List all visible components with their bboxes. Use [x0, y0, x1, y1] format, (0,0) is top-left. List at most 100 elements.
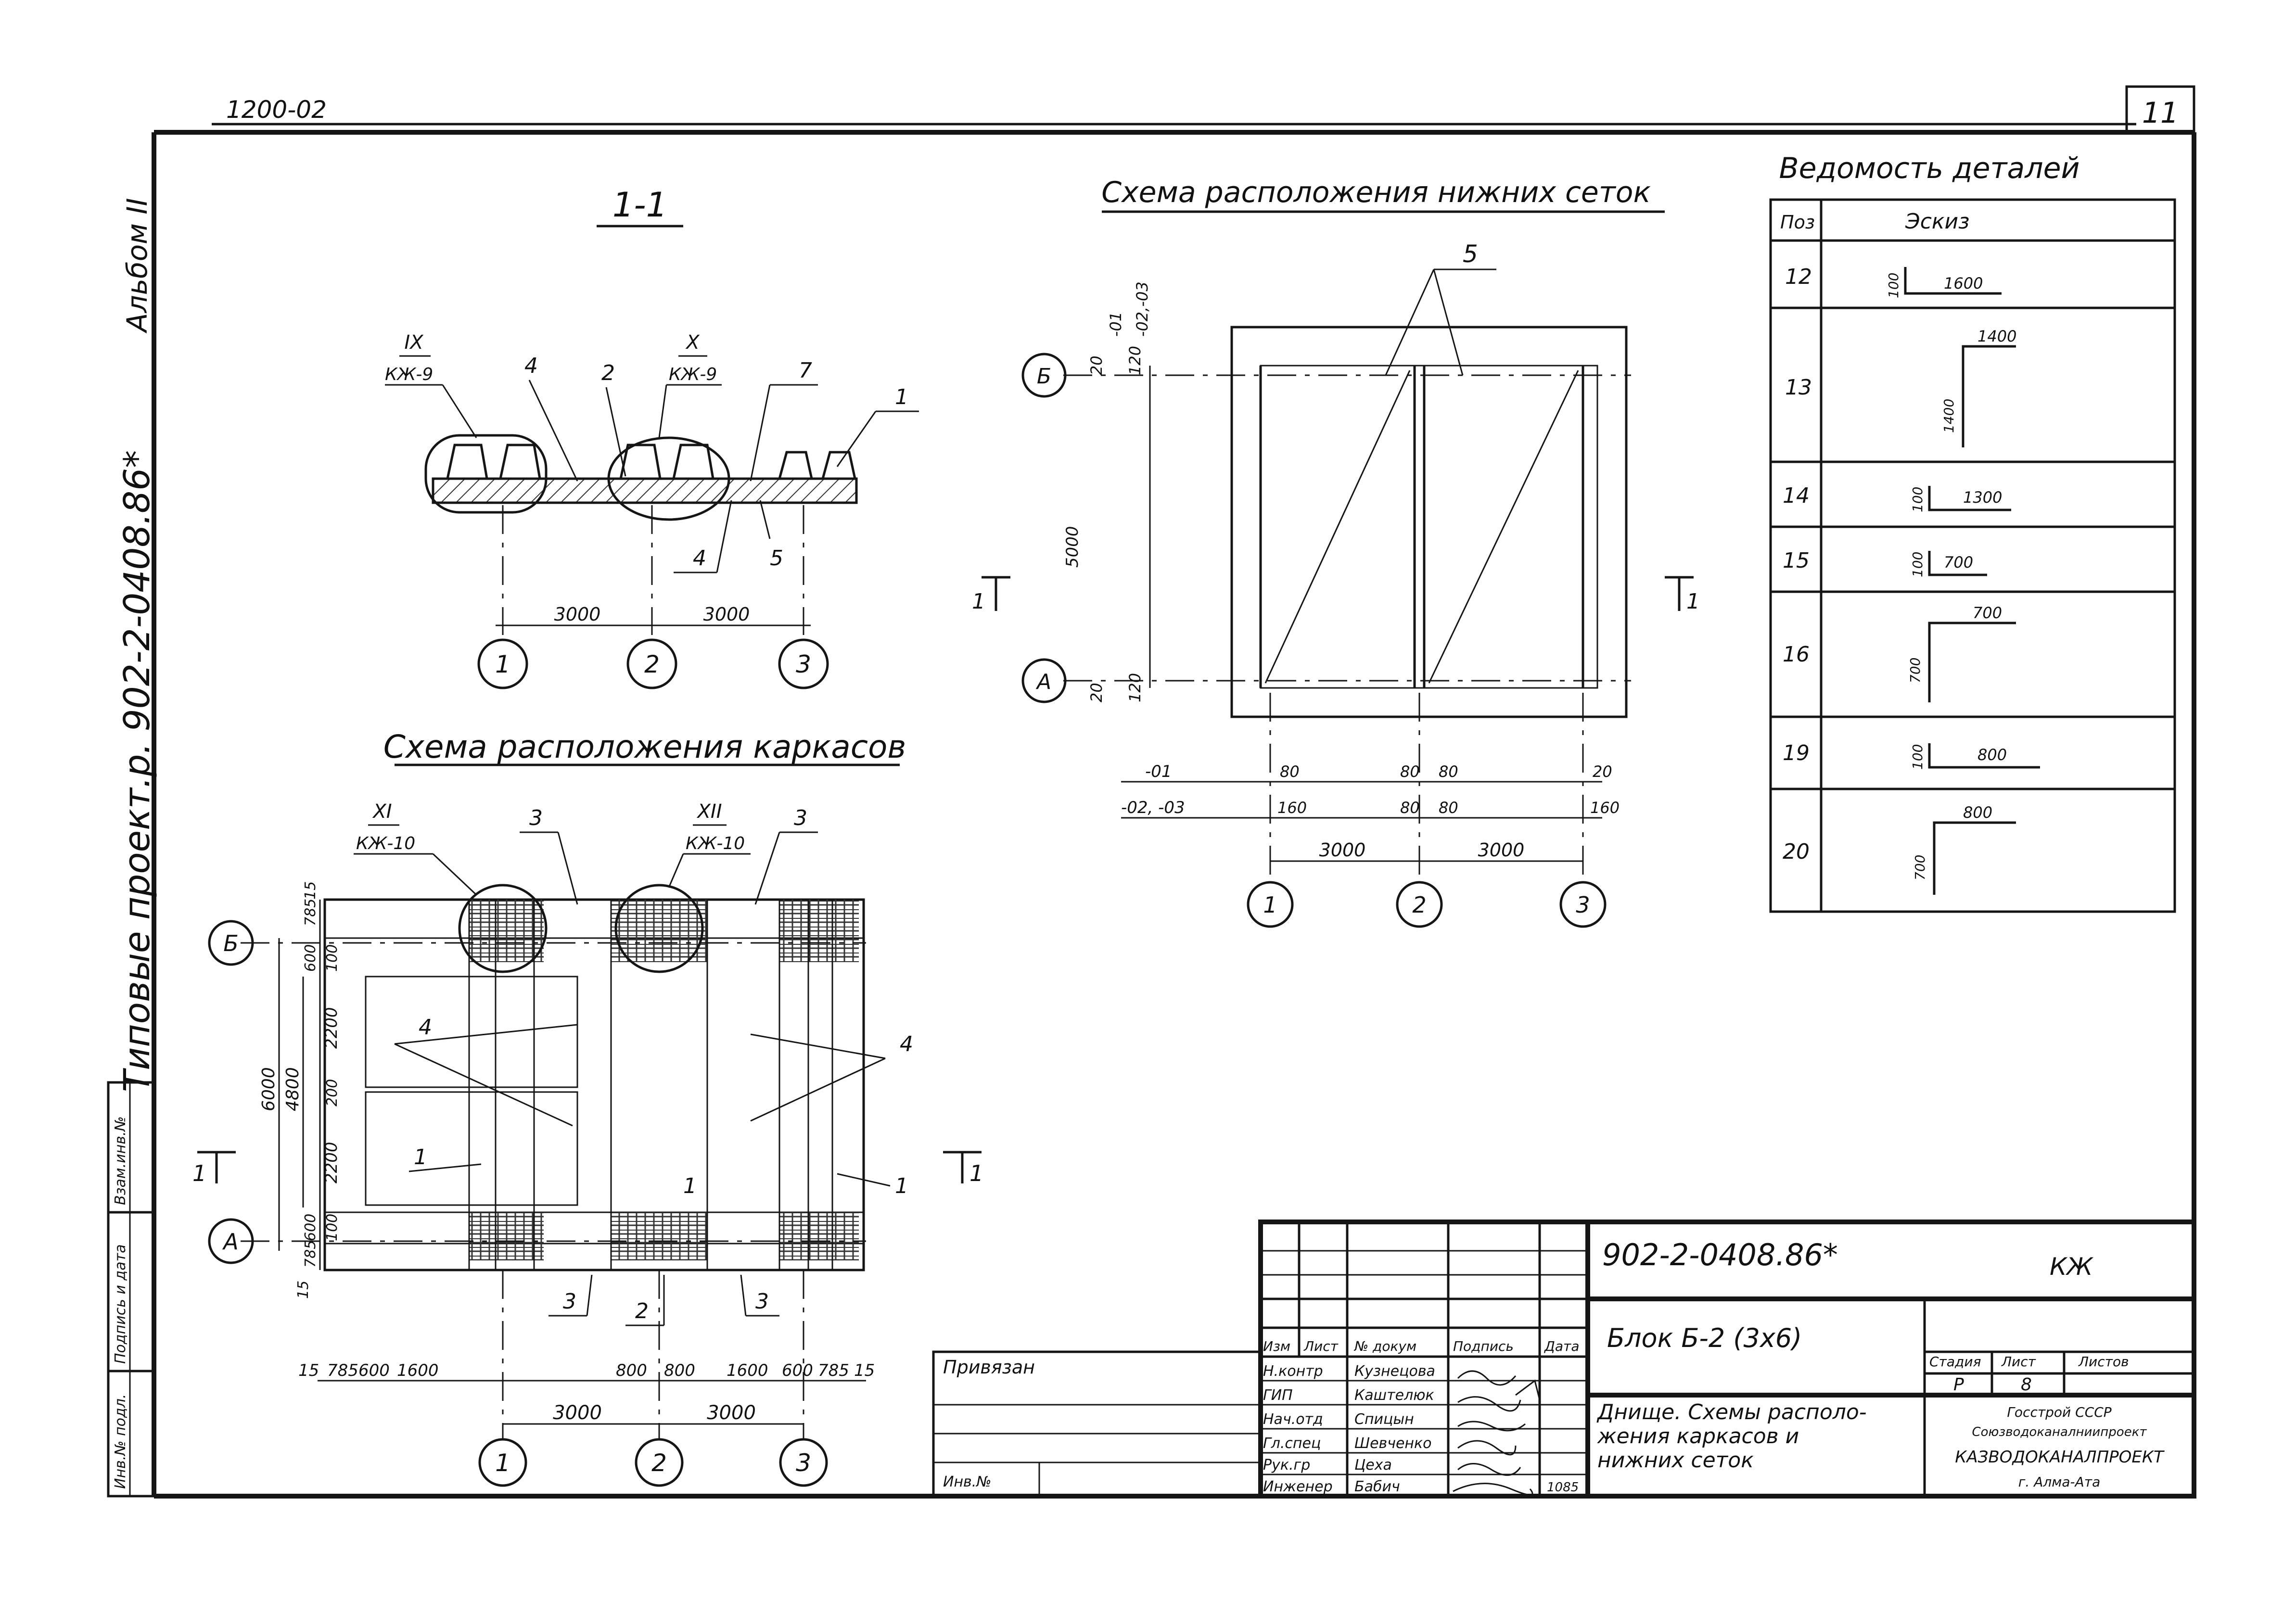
frames-bottom-dim-800-a: 800	[616, 1361, 647, 1380]
frames-label-mid-1b: 1	[683, 1174, 697, 1198]
schedule-20-a: 700	[1912, 855, 1928, 880]
mesh-section-mark-left: 1	[972, 589, 985, 614]
schedule-pos-16: 16	[1783, 642, 1810, 667]
frames-label-top-3b: 3	[794, 806, 807, 830]
title-inv-no: Инв.№	[943, 1474, 991, 1490]
mesh-axis-2: 2	[1412, 892, 1426, 918]
section-axis-3: 3	[796, 650, 811, 678]
frames-left-total-6000: 6000	[259, 1067, 279, 1111]
mesh-top-mark-02-03: -02,-03	[1133, 281, 1151, 337]
mesh-bottom-01-v3: 80	[1439, 762, 1458, 781]
schedule-16-a: 700	[1907, 658, 1923, 683]
mesh-axis-row-a: А	[1035, 670, 1051, 694]
mesh-bottom-0203-v2: 80	[1400, 799, 1420, 817]
section-callout-left-sub: КЖ-9	[385, 365, 433, 384]
schedule-19-b: 800	[1977, 746, 2007, 764]
title-org-1: Госстрой СССР	[2007, 1404, 2111, 1420]
frames-bottom-dim-15-b: 15	[854, 1361, 875, 1380]
frames-label-mid-4b: 4	[900, 1032, 913, 1056]
title-stage: Р	[1953, 1375, 1964, 1395]
mesh-left-dim-20-top: 20	[1087, 356, 1106, 375]
section-callout-left-num: IX	[404, 331, 424, 354]
mesh-bottom-01-v1: 80	[1280, 762, 1300, 781]
title-name-4: Цеха	[1354, 1457, 1392, 1474]
section-label-4a: 4	[524, 354, 538, 378]
section-dim-1: 3000	[554, 604, 601, 625]
mesh-bottom-total-b: 3000	[1478, 839, 1525, 861]
album-label: Альбом II	[121, 198, 153, 334]
mesh-axis-1: 1	[1263, 892, 1277, 918]
frames-plan-title: Схема расположения каркасов	[383, 728, 906, 765]
title-col-dokum: № докум	[1353, 1338, 1416, 1354]
section-1-1: 1-1 IX КЖ-9 X КЖ-9 4 2 7 1 4 5	[385, 185, 919, 689]
frames-callout-left-num: XI	[372, 800, 392, 823]
schedule-12-b: 1600	[1944, 274, 1983, 292]
frames-label-bottom-3b: 3	[755, 1289, 769, 1314]
section-label-5: 5	[770, 546, 783, 571]
frames-label-mid-1a: 1	[414, 1145, 427, 1169]
schedule-15-a: 100	[1910, 552, 1926, 577]
title-sheets-head: Листов	[2078, 1354, 2129, 1370]
mesh-left-dim-120-bot: 120	[1126, 673, 1144, 702]
frames-left-dim-2200-b: 2200	[322, 1142, 341, 1183]
title-sheet: 8	[2021, 1375, 2032, 1395]
frames-left-dim-2200-a: 2200	[322, 1007, 341, 1049]
section-label-1: 1	[895, 385, 908, 409]
mesh-plan: Схема расположения нижних сеток 5 Б А 20…	[972, 176, 1700, 928]
strip-label-inv: Инв.№ подл.	[112, 1394, 129, 1489]
parts-schedule: Ведомость деталей Поз Эскиз 12 100 1600 …	[1769, 152, 2176, 913]
title-role-1: ГИП	[1263, 1387, 1293, 1404]
left-approval-strip	[107, 1081, 155, 1498]
section-1-1-title: 1-1	[612, 185, 667, 225]
frames-bottom-total-b: 3000	[707, 1402, 756, 1424]
frames-label-mid-1c: 1	[895, 1174, 908, 1198]
title-org-2: Союзводоканалниипроект	[1972, 1425, 2147, 1439]
title-name-0: Кузнецова	[1354, 1363, 1435, 1380]
schedule-14-a: 100	[1910, 487, 1926, 512]
section-callout-right-num: X	[685, 331, 700, 354]
schedule-13-a: 1400	[1941, 399, 1957, 433]
frames-bottom-dim-1600-a: 1600	[397, 1361, 439, 1380]
section-axis-2: 2	[644, 650, 660, 678]
frames-bottom-dim-785-a: 785	[327, 1361, 358, 1380]
title-privyazan: Привязан	[943, 1357, 1035, 1378]
schedule-title: Ведомость деталей	[1779, 152, 2080, 185]
frames-axis-row-b: Б	[223, 930, 239, 956]
frames-bottom-dim-600-b: 600	[782, 1361, 813, 1380]
title-name-1: Каштелюк	[1354, 1387, 1434, 1404]
frames-callout-left-sub: КЖ-10	[356, 834, 415, 853]
mesh-bottom-key-02-03: -02, -03	[1121, 798, 1185, 817]
title-role-2: Нач.отд	[1263, 1411, 1323, 1428]
title-col-izm: Изм	[1263, 1338, 1290, 1354]
frames-left-dim-785-bot: 785	[302, 1240, 319, 1268]
frames-bottom-dim-1600-b: 1600	[727, 1361, 768, 1380]
schedule-13-b: 1400	[1977, 327, 2016, 345]
frames-left-dim-785-top: 785	[302, 899, 319, 926]
project-side-label: Типовые проект.р. 902-2-0408.86*	[116, 450, 158, 1092]
schedule-pos-13: 13	[1785, 375, 1812, 400]
frames-axis-3: 3	[796, 1449, 811, 1477]
mesh-bottom-0203-v1: 160	[1277, 799, 1307, 817]
mesh-bottom-total-a: 3000	[1319, 839, 1366, 861]
frames-left-dim-600-top: 600	[302, 944, 319, 972]
mesh-bottom-0203-v3: 80	[1439, 799, 1458, 817]
frames-left-dim-100-bot: 100	[324, 1214, 341, 1241]
title-col-data: Дата	[1543, 1338, 1580, 1354]
frames-left-total-4800: 4800	[283, 1067, 303, 1111]
section-label-4b: 4	[693, 546, 706, 571]
title-stage-head: Стадия	[1929, 1354, 1981, 1370]
frames-bottom-dim-15-a: 15	[298, 1361, 319, 1380]
frames-left-dim-15-bot: 15	[295, 1281, 312, 1299]
mesh-bottom-01-v4: 20	[1593, 762, 1612, 781]
frames-bottom-total-a: 3000	[553, 1402, 602, 1424]
title-sheet-desc-1: Днище. Схемы располо-	[1596, 1400, 1867, 1424]
title-col-list: Лист	[1303, 1338, 1339, 1354]
title-role-0: Н.контр	[1263, 1363, 1323, 1380]
title-sheet-desc-2: жения каркасов и	[1597, 1424, 1799, 1449]
signature-marks	[1453, 1370, 1541, 1496]
schedule-pos-19: 19	[1783, 741, 1810, 765]
frames-label-mid-4a: 4	[419, 1015, 432, 1040]
mesh-top-mark-01: -01	[1107, 312, 1125, 337]
frames-bottom-dim-600-a: 600	[358, 1361, 390, 1380]
